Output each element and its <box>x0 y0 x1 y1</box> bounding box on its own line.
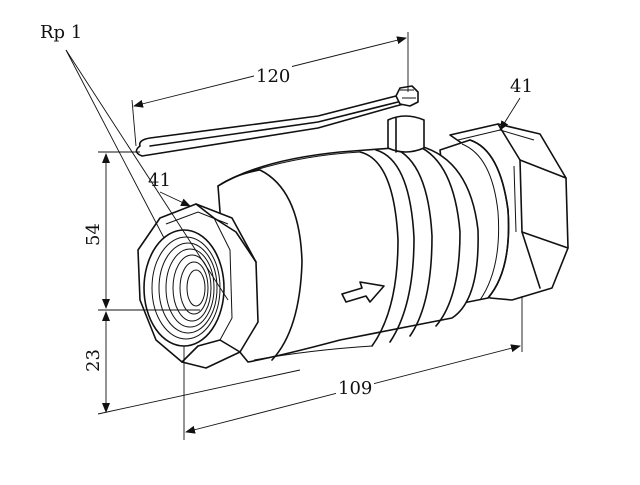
dim-height-upper-label: 54 <box>82 223 104 246</box>
dim-handle-length-label: 120 <box>254 66 293 87</box>
dim-23-ext-bottom <box>97 369 301 415</box>
dim-height-lower-label: 23 <box>82 349 104 372</box>
dim-hex-right-label: 41 <box>510 76 533 97</box>
dim-120-ext-left <box>131 99 137 147</box>
thread-leader-line-2 <box>65 49 229 301</box>
handle-lever <box>135 95 413 157</box>
flow-direction-arrow <box>341 281 385 303</box>
dim-41-left-leader <box>159 191 191 207</box>
valve-body <box>217 145 479 363</box>
dim-41-right-leader <box>499 97 521 131</box>
thread-size-label: Rp 1 <box>40 22 83 43</box>
thread-leader-line <box>65 49 165 239</box>
threaded-bore <box>143 229 225 347</box>
dim-hex-left-label: 41 <box>148 170 171 191</box>
dim-overall-length-label: 109 <box>336 378 375 399</box>
